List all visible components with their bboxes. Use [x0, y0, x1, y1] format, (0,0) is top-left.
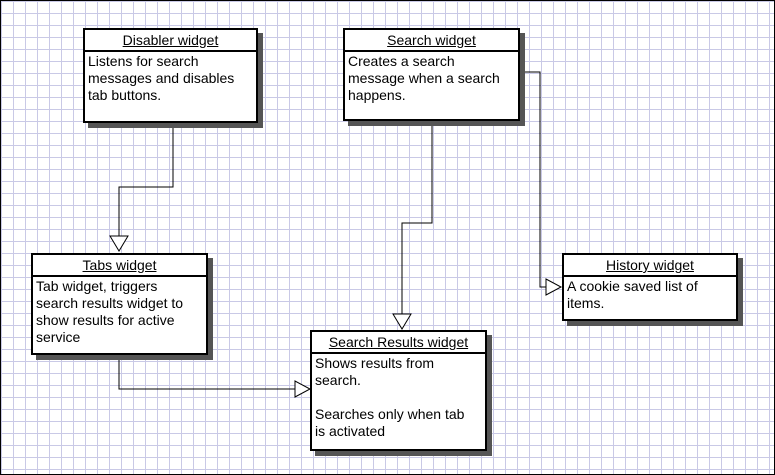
search-results-widget-box[interactable]: Search Results widget Shows results from…: [310, 330, 487, 451]
search-results-widget-description: Shows results from search. Searches only…: [315, 355, 465, 439]
arrowhead-history: [545, 278, 563, 296]
arrowhead-tabs: [109, 235, 129, 252]
search-widget-description: Creates a search message when a search h…: [348, 53, 500, 103]
tabs-widget-title: Tabs widget: [33, 255, 206, 277]
disabler-widget-description: Listens for search messages and disables…: [88, 53, 235, 103]
search-widget-title: Search widget: [345, 30, 518, 52]
history-widget-description: A cookie saved list of items.: [567, 278, 698, 311]
arrowhead-results-top: [392, 313, 412, 330]
arrowhead-results-left: [294, 380, 312, 398]
connector-disabler-to-tabs: [118, 123, 174, 237]
connector-search-to-history: [520, 71, 547, 288]
search-widget-box[interactable]: Search widget Creates a search message w…: [343, 28, 520, 121]
search-results-widget-title: Search Results widget: [312, 332, 485, 354]
connector-search-to-results: [401, 121, 433, 315]
disabler-widget-box[interactable]: Disabler widget Listens for search messa…: [83, 28, 258, 123]
disabler-widget-title: Disabler widget: [85, 30, 256, 52]
tabs-widget-description: Tab widget, triggers search results widg…: [36, 278, 184, 345]
history-widget-box[interactable]: History widget A cookie saved list of it…: [562, 253, 738, 321]
history-widget-title: History widget: [564, 255, 736, 277]
connector-tabs-to-results: [118, 355, 296, 390]
tabs-widget-box[interactable]: Tabs widget Tab widget, triggers search …: [31, 253, 208, 355]
